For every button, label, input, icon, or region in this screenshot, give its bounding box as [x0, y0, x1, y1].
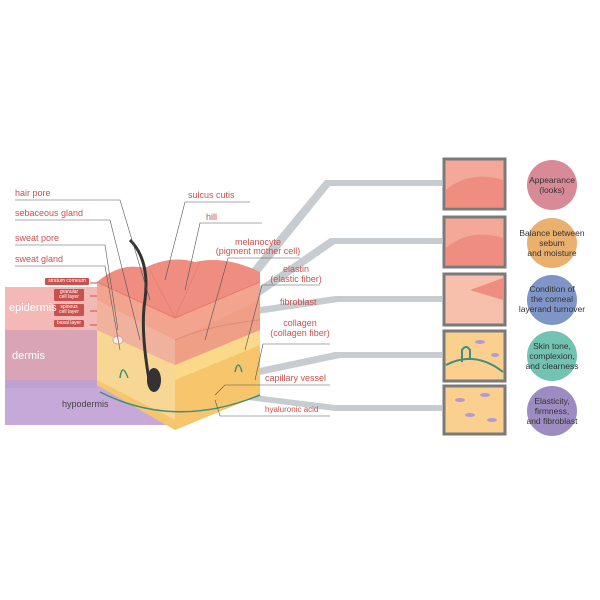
feature-line: Skin tone, — [533, 341, 571, 351]
label-hypodermis: hypodermis — [62, 399, 109, 409]
label-capillary-vessel: capillary vessel — [265, 373, 327, 383]
feature-circle-corneal — [527, 275, 577, 325]
label-hyaluronic-acid: hyaluronic acid — [265, 405, 319, 414]
dermis-block — [5, 330, 97, 380]
feature-line: firmness, — [534, 406, 570, 416]
connector-bands — [230, 180, 442, 411]
feature-text-skin-tone: Skin tone, complexion, and clearness — [507, 341, 597, 371]
feature-line: Condition of — [529, 284, 575, 294]
feature-line: and clearness — [525, 361, 579, 371]
feature-circle-skin-tone — [527, 331, 577, 381]
tag-granular-cell-layer: granular cell layer — [54, 289, 84, 301]
label-elastin-sub: (elastic fiber) — [270, 274, 322, 284]
label-sebaceous-gland: sebaceous gland — [15, 208, 84, 218]
feature-text-balance: Balance between sebum and moisture — [507, 228, 597, 258]
layer-brackets — [90, 282, 97, 326]
thumbnails — [442, 157, 507, 436]
label-elastin: elastin — [282, 264, 310, 274]
tag-spinous-cell-layer: spinous cell layer — [54, 304, 84, 316]
feature-line: Balance between — [519, 228, 585, 238]
label-collagen-sub: (collagen fiber) — [270, 328, 330, 338]
tag-basal-layer: basal layer — [54, 320, 84, 327]
hair-follicle — [147, 368, 161, 392]
feature-line: and fibroblast — [526, 416, 578, 426]
label-melanocyte-sub: (pigment mother cell) — [215, 246, 301, 256]
hypodermis-block — [5, 380, 175, 425]
label-collagen: collagen — [283, 318, 317, 328]
feature-line: sebum — [539, 238, 565, 248]
feature-text-elasticity: Elasticity, firmness, and fibroblast — [507, 396, 597, 426]
feature-line: Appearance — [529, 175, 575, 185]
leader-lines — [15, 199, 330, 417]
label-sweat-gland: sweat gland — [15, 254, 64, 264]
feature-line: layerand turnover — [518, 304, 586, 314]
label-sweat-pore: sweat pore — [15, 233, 60, 243]
feature-text-appearance: Appearance (looks) — [507, 175, 597, 195]
hair-shaft — [128, 238, 152, 386]
capillary-vessel — [99, 391, 261, 413]
label-hill: hill — [206, 212, 218, 222]
label-hair-pore: hair pore — [15, 188, 51, 198]
label-epidermis: epidermis — [9, 302, 57, 314]
feature-circle-appearance — [527, 160, 577, 210]
feature-circle-elasticity — [527, 386, 577, 436]
label-melanocyte: melanocyte — [234, 237, 282, 247]
label-sulcus-cutis: sulcus cutis — [188, 190, 235, 200]
feature-circle-balance — [527, 218, 577, 268]
skin-cross-section — [96, 238, 261, 430]
feature-line: Elasticity, — [534, 396, 570, 406]
feature-line: the corneal — [530, 294, 574, 304]
feature-line: complexion, — [529, 351, 575, 361]
feature-line: and moisture — [527, 248, 577, 258]
label-dermis: dermis — [12, 350, 46, 362]
feature-text-corneal: Condition of the corneal layerand turnov… — [507, 284, 597, 314]
feature-line: (looks) — [539, 185, 565, 195]
tag-stratum-corneum: stratum corneum — [45, 278, 89, 285]
label-fibroblast: fibroblast — [280, 297, 317, 307]
